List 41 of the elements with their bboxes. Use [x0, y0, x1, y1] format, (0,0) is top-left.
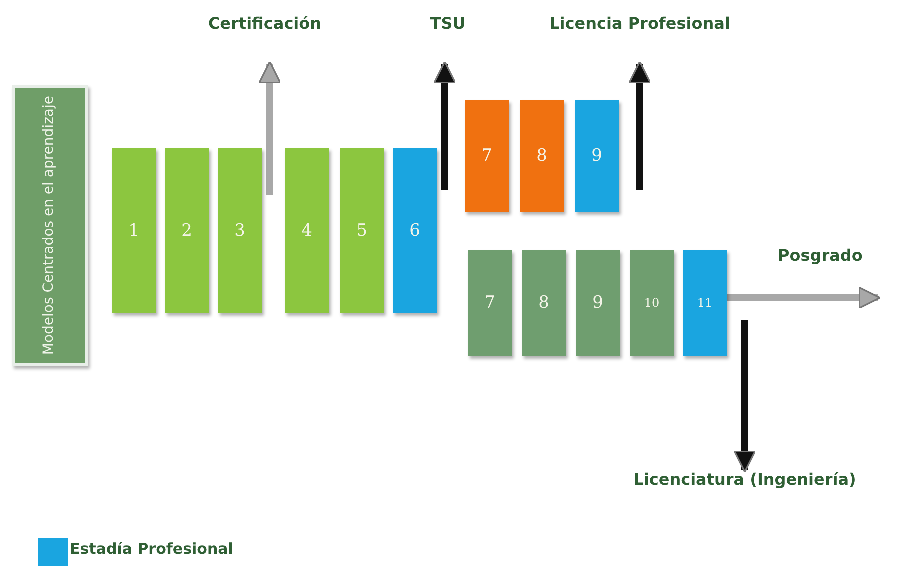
module-number: 3 — [234, 220, 246, 240]
module-number: 10 — [644, 296, 660, 310]
outcome-label: Licencia Profesional — [550, 14, 730, 33]
module-number: 5 — [356, 220, 368, 240]
module-block — [112, 148, 156, 313]
model-panel — [12, 85, 88, 366]
module-block — [285, 148, 329, 313]
model-title: Modelos Centrados en el aprendizaje — [41, 96, 58, 356]
edge-label: Posgrado — [778, 246, 863, 265]
module-block — [630, 250, 674, 356]
module-number: 1 — [128, 220, 140, 240]
module-number: 2 — [182, 220, 192, 240]
module-block — [683, 250, 727, 356]
legend-text: Estadía Profesional — [70, 540, 234, 558]
module-block — [340, 148, 384, 313]
module-block — [393, 148, 437, 313]
module-block — [218, 148, 262, 313]
module-block — [520, 100, 564, 212]
module-number: 7 — [482, 146, 492, 166]
arrow — [628, 61, 652, 190]
outcome-label: Licenciatura (Ingeniería) — [634, 470, 856, 489]
module-block — [468, 250, 512, 356]
outcome-label: TSU — [430, 14, 466, 33]
module-number: 4 — [302, 220, 312, 240]
module-number: 6 — [410, 220, 420, 240]
module-number: 8 — [538, 293, 550, 313]
module-block — [465, 100, 509, 212]
module-block — [575, 100, 619, 212]
module-block — [522, 250, 566, 356]
module-block — [165, 148, 209, 313]
arrow — [727, 286, 881, 310]
module-number: 8 — [536, 146, 548, 166]
module-number: 11 — [697, 296, 713, 310]
module-number: 7 — [484, 293, 496, 313]
arrow — [258, 61, 282, 195]
module-block — [576, 250, 620, 356]
arrow — [734, 320, 756, 473]
module-number: 9 — [592, 293, 604, 313]
outcome-label: Certificación — [208, 14, 322, 33]
module-number: 9 — [592, 146, 602, 166]
arrow — [434, 61, 456, 190]
